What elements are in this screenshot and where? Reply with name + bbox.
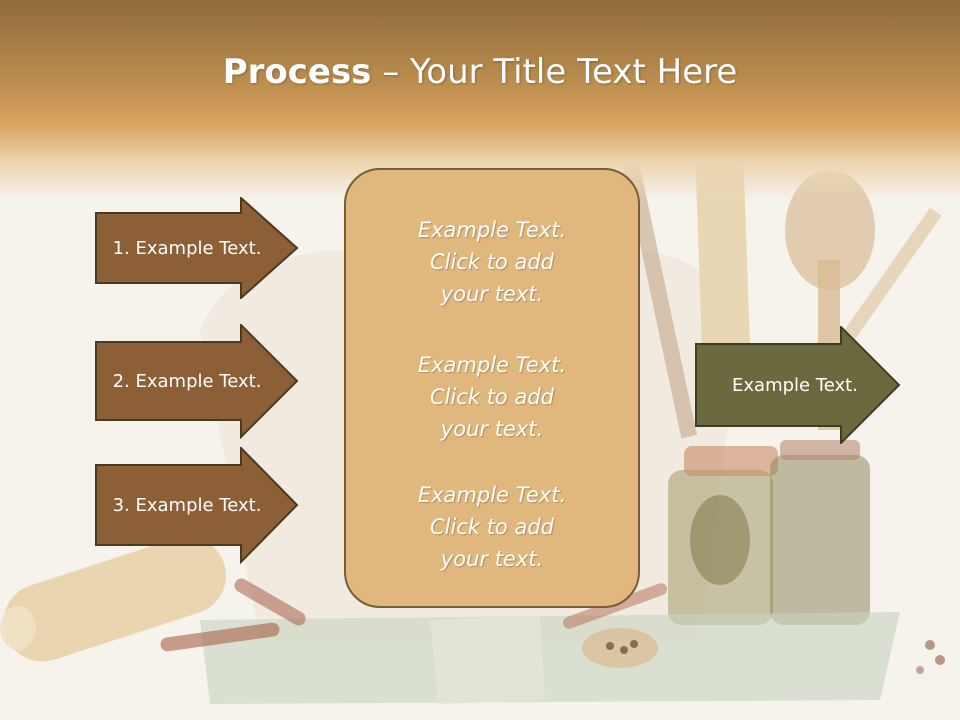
right-arrow[interactable]: Example Text. — [695, 326, 901, 444]
center-item-3-line2: Click to add — [429, 515, 554, 539]
center-text-box[interactable]: Example Text. Click to add your text. Ex… — [344, 168, 640, 608]
center-item-1-line2: Click to add — [429, 250, 554, 274]
center-item-1-line3: your text. — [440, 282, 544, 306]
left-arrow-3[interactable]: 3. Example Text. — [95, 447, 299, 564]
left-arrow-2[interactable]: 2. Example Text. — [95, 324, 299, 439]
center-item-2-line3: your text. — [440, 417, 544, 441]
center-item-1[interactable]: Example Text. Click to add your text. — [346, 214, 638, 310]
right-arrow-label: Example Text. — [732, 374, 858, 396]
center-item-2-line2: Click to add — [429, 385, 554, 409]
left-arrow-3-label: 3. Example Text. — [112, 495, 262, 516]
center-item-3-line3: your text. — [440, 547, 544, 571]
header-band — [0, 0, 960, 200]
center-item-3-line1: Example Text. — [417, 483, 567, 507]
center-item-2[interactable]: Example Text. Click to add your text. — [346, 349, 638, 445]
center-item-2-line1: Example Text. — [417, 353, 567, 377]
center-item-1-line1: Example Text. — [417, 218, 567, 242]
title-bold: Process — [222, 52, 372, 92]
title-rest: – Your Title Text Here — [371, 52, 738, 92]
slide-title[interactable]: Process – Your Title Text Here — [0, 52, 960, 92]
left-arrow-1-label: 1. Example Text. — [112, 237, 262, 259]
center-item-3[interactable]: Example Text. Click to add your text. — [346, 479, 638, 575]
left-arrow-1[interactable]: 1. Example Text. — [95, 197, 299, 299]
left-arrow-2-label: 2. Example Text. — [112, 371, 262, 392]
